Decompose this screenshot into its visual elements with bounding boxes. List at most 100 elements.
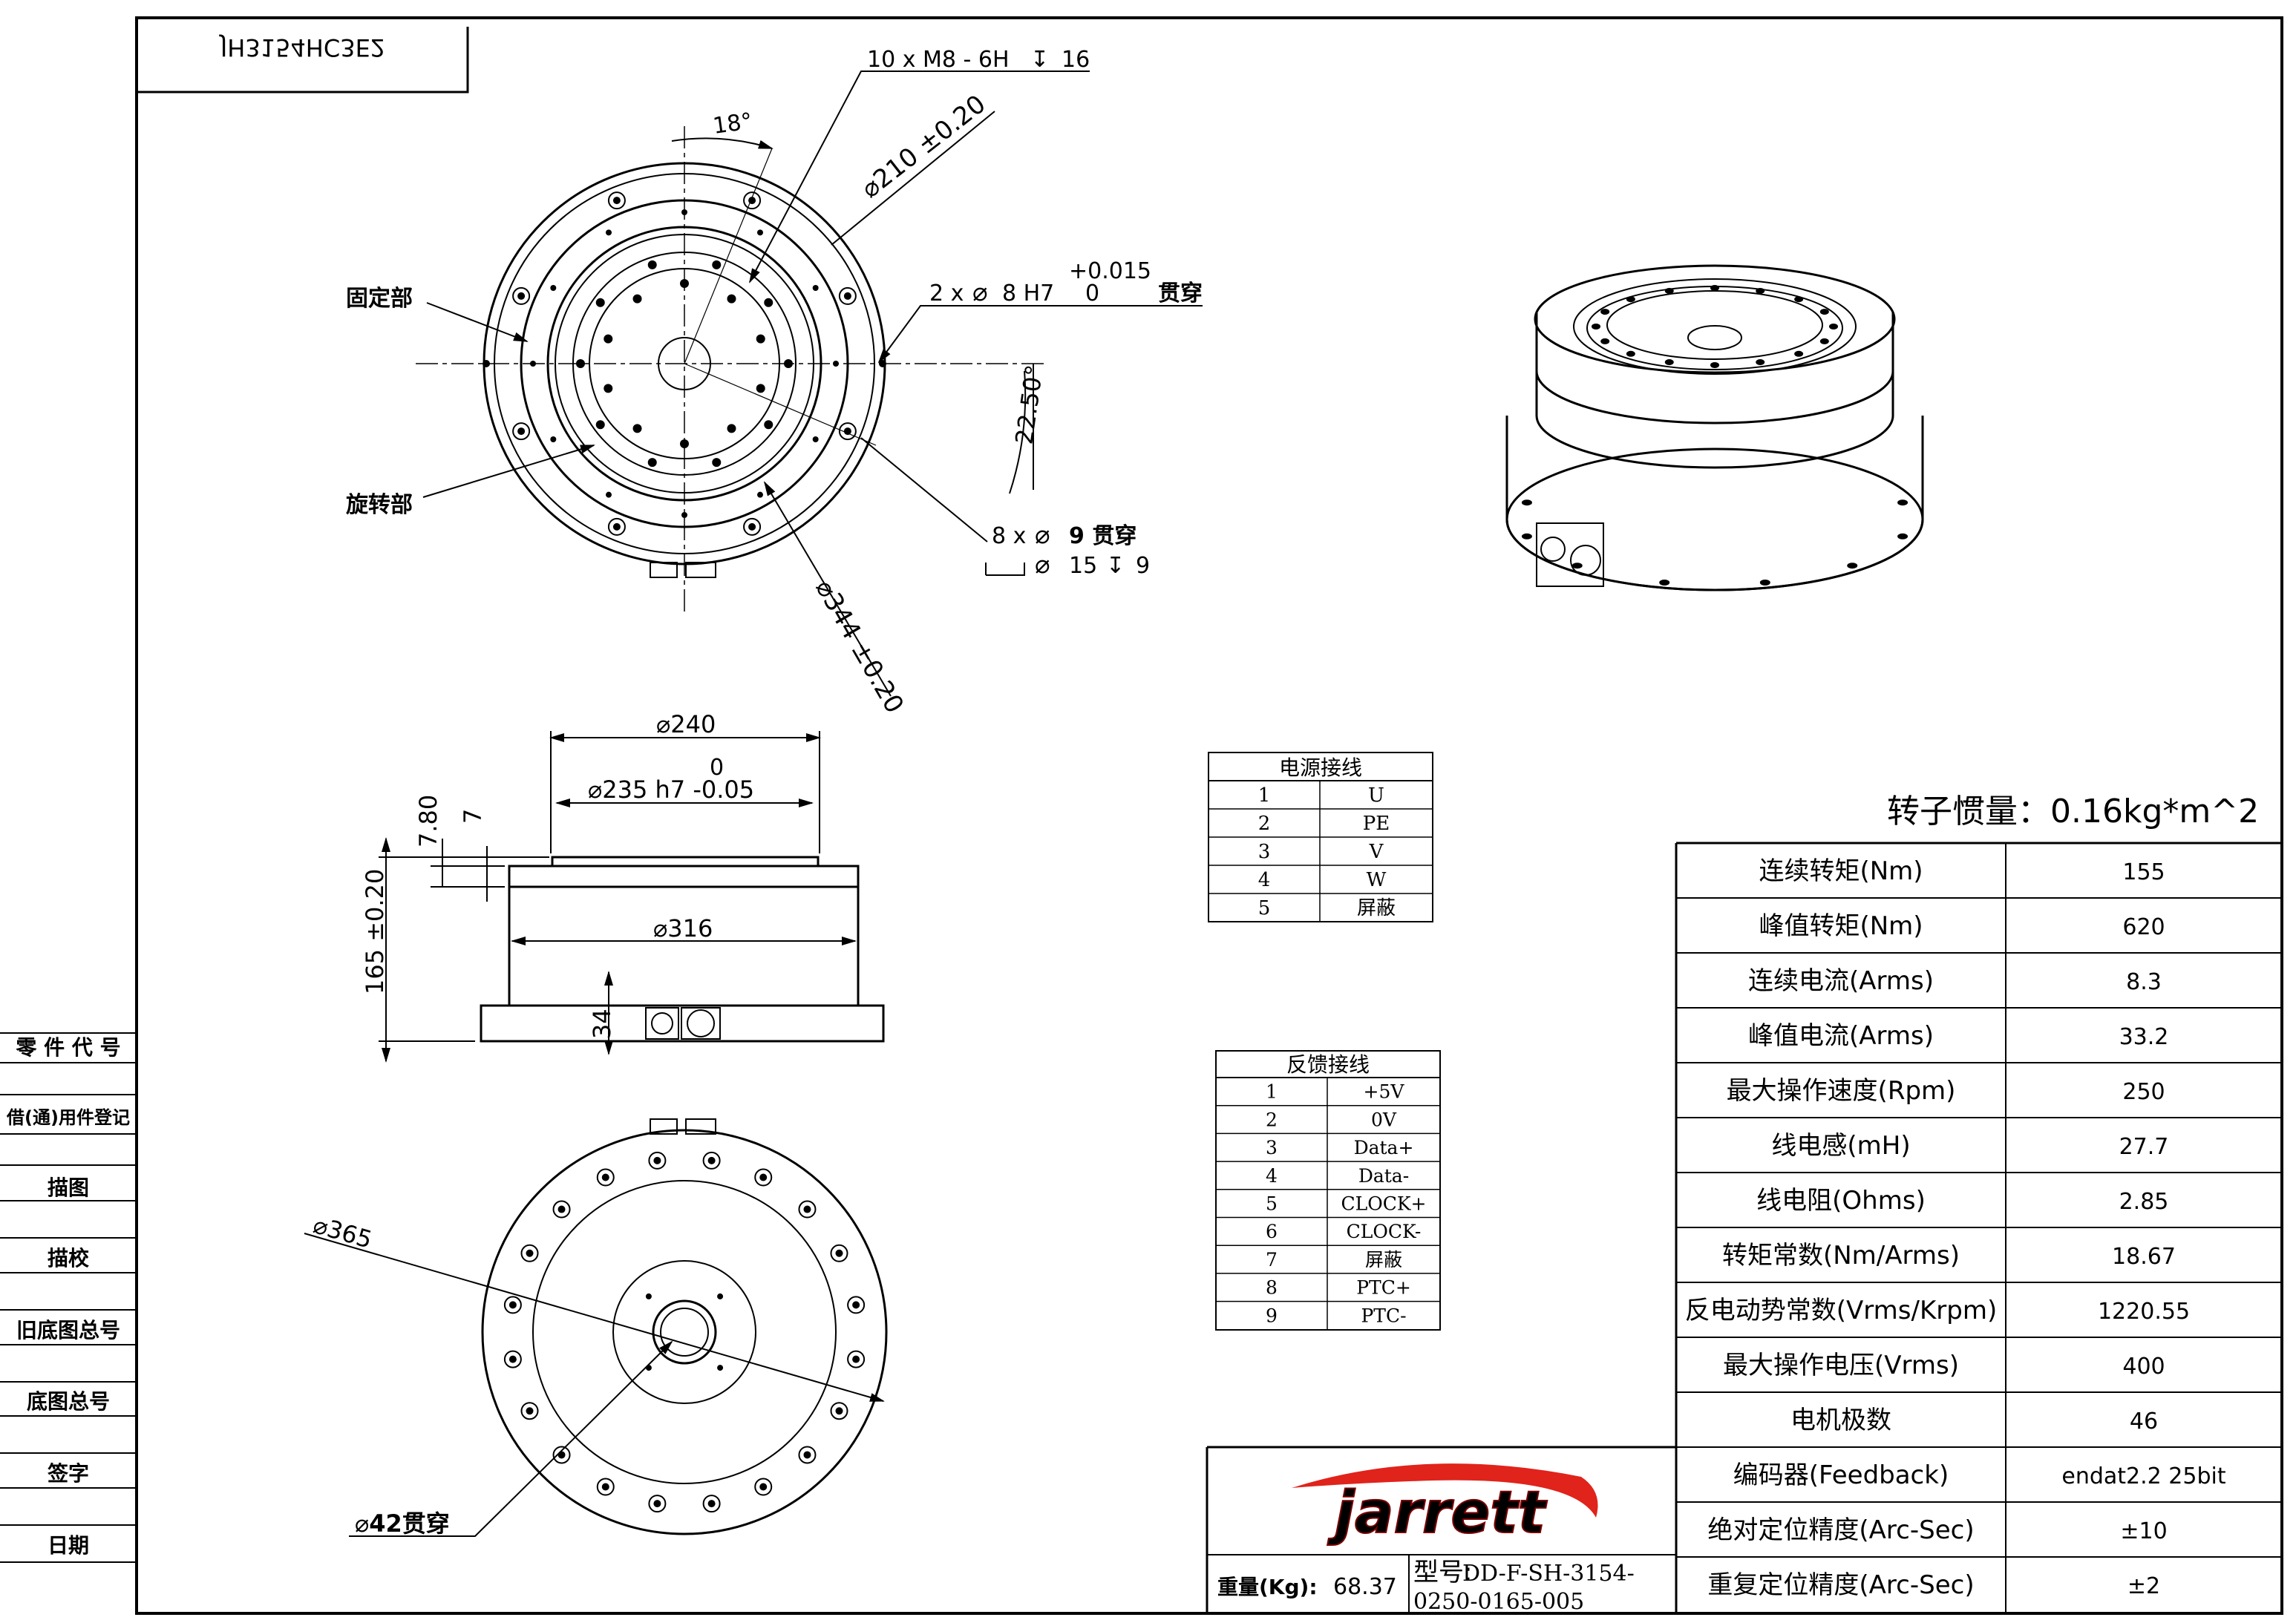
base-hole-icon <box>754 1478 773 1496</box>
label-fixed-part: 固定部 <box>346 286 413 312</box>
part-ref-box: JH3154HC3E2 <box>138 27 469 94</box>
side-label-tracing: 描图 <box>48 1176 89 1200</box>
spec-row-label: 线电阻(Ohms) <box>1756 1186 1926 1216</box>
base-hole-icon <box>798 1200 817 1219</box>
model-label: 型号: <box>1413 1558 1472 1587</box>
bottom-view <box>481 1118 888 1535</box>
spec-row-label: 最大操作电压(Vrms) <box>1723 1351 1959 1380</box>
iso-hole-icon <box>1710 362 1719 368</box>
feedback-row-signal: Data- <box>1358 1165 1409 1187</box>
base-hole-icon <box>702 1495 721 1513</box>
iso-base-hole-icon <box>1897 533 1909 540</box>
bottom-view-holes <box>503 1151 866 1513</box>
callout-pin-through: 贯穿 <box>1158 281 1203 306</box>
base-hole-center-icon <box>707 1156 716 1164</box>
rotor-hole-icon <box>632 294 642 304</box>
feedback-table <box>1215 1050 1441 1331</box>
specs-table-rows: 连续转矩(Nm)155峰值转矩(Nm)620连续电流(Arms)8.3峰值电流(… <box>1676 856 2282 1600</box>
diameter-symbol: ⌀ <box>355 1509 369 1538</box>
brand-name: jarrett <box>1327 1480 1547 1547</box>
bolt-hole-center-icon <box>612 522 621 531</box>
spec-row-value: 46 <box>2130 1409 2158 1435</box>
callout-dia-42-value: 42贯穿 <box>369 1509 450 1538</box>
rotor-hole-icon <box>727 424 736 433</box>
bolt-hole-center-icon <box>517 427 526 436</box>
feedback-row-pin: 9 <box>1266 1305 1278 1326</box>
callout-dia-235: ⌀235 h7 -0.05 <box>588 776 754 804</box>
iso-hole-icon <box>1829 324 1838 329</box>
mount-hole-icon <box>550 436 557 442</box>
mount-hole-icon <box>812 436 819 442</box>
callout-pin-tol-upper: +0.015 <box>1069 258 1151 284</box>
base-hole-icon <box>552 1446 571 1464</box>
bolt-hole-center-icon <box>748 197 756 205</box>
callout-cbore-size: 15 <box>1069 553 1097 579</box>
bolt-hole-center-icon <box>843 427 851 436</box>
hub-hole-icon <box>645 1293 652 1299</box>
model-line-1: DD-F-SH-3154- <box>1462 1561 1635 1587</box>
side-label-signature: 签字 <box>48 1461 89 1486</box>
callout-dia-365-value: 365 <box>324 1214 375 1253</box>
iso-base-hole-icon <box>1659 580 1670 586</box>
mount-hole-icon <box>757 491 763 498</box>
power-row-signal: V <box>1369 841 1384 863</box>
callout-angle-18: 18° <box>711 108 754 140</box>
iso-view-holes <box>1521 285 1909 586</box>
rotor-hole-icon <box>756 384 765 393</box>
iso-hole-icon <box>1794 296 1804 303</box>
feedback-row-signal: CLOCK+ <box>1341 1193 1427 1215</box>
logo-swoosh-icon <box>1292 1463 1598 1518</box>
part-ref-text: JH3154HC3E2 <box>219 33 385 62</box>
mount-hole-icon <box>757 229 763 236</box>
iso-hole-icon <box>1756 359 1765 366</box>
bolt-hole-icon <box>743 517 762 536</box>
base-hole-center-icon <box>653 1500 661 1508</box>
base-hole-icon <box>596 1168 615 1187</box>
base-hole-icon <box>830 1244 848 1262</box>
footer-title-block <box>1206 1446 1676 1612</box>
bolt-hole-icon <box>607 517 626 536</box>
callout-dia-235-upper: 0 <box>710 755 724 781</box>
callout-h-780: 7.80 <box>414 795 442 847</box>
iso-hole-icon <box>1600 309 1610 315</box>
power-row-signal: PE <box>1363 813 1390 835</box>
iso-hole-icon <box>1664 287 1674 294</box>
side-view <box>480 856 885 1043</box>
feedback-row-signal: PTC+ <box>1356 1277 1411 1299</box>
callout-dia-210: ⌀210 ±0.20 <box>856 89 992 204</box>
power-row-pin: 2 <box>1258 813 1271 835</box>
base-hole-center-icon <box>852 1355 860 1363</box>
callout-dia-240: ⌀240 <box>656 710 716 738</box>
feedback-row-signal: 屏蔽 <box>1365 1249 1402 1270</box>
rotor-hole-icon <box>604 334 613 344</box>
spec-row-label: 线电感(mH) <box>1771 1131 1910 1161</box>
bolt-hole-center-icon <box>612 197 621 205</box>
jarrett-logo: jarrett <box>1292 1463 1598 1547</box>
bolt-hole-icon <box>743 191 762 210</box>
spec-row-value: 250 <box>2122 1079 2165 1105</box>
spec-row-value: ±10 <box>2120 1518 2167 1544</box>
spec-row-label: 电机极数 <box>1790 1406 1891 1435</box>
base-hole-icon <box>520 1244 539 1262</box>
callout-bolt-size: 9 贯穿 <box>1069 523 1136 549</box>
bolt-hole-center-icon <box>843 292 851 300</box>
rotor-hole-icon <box>680 439 689 448</box>
rotor-hole-icon <box>764 420 773 430</box>
callout-pin-tol-lower: 0 <box>1085 281 1099 306</box>
base-hole-center-icon <box>557 1205 566 1213</box>
base-hole-center-icon <box>835 1407 843 1415</box>
feedback-row-signal: CLOCK- <box>1347 1221 1422 1242</box>
iso-base-hole-icon <box>1847 563 1858 569</box>
spec-row-label: 峰值电流(Arms) <box>1748 1021 1934 1051</box>
callout-dia-316-value: 316 <box>667 914 713 942</box>
bolt-hole-center-icon <box>517 292 526 300</box>
mount-hole-icon <box>550 285 557 291</box>
feedback-row-signal: 0V <box>1371 1109 1397 1130</box>
callout-tapped-holes: 10 x M8 - 6H <box>867 47 1010 73</box>
mount-hole-icon <box>833 361 839 367</box>
bolt-hole-icon <box>838 422 857 441</box>
callout-dia-235-value: 235 h7 -0.05 <box>602 776 754 804</box>
base-hole-icon <box>520 1402 539 1420</box>
base-hole-center-icon <box>526 1249 534 1257</box>
